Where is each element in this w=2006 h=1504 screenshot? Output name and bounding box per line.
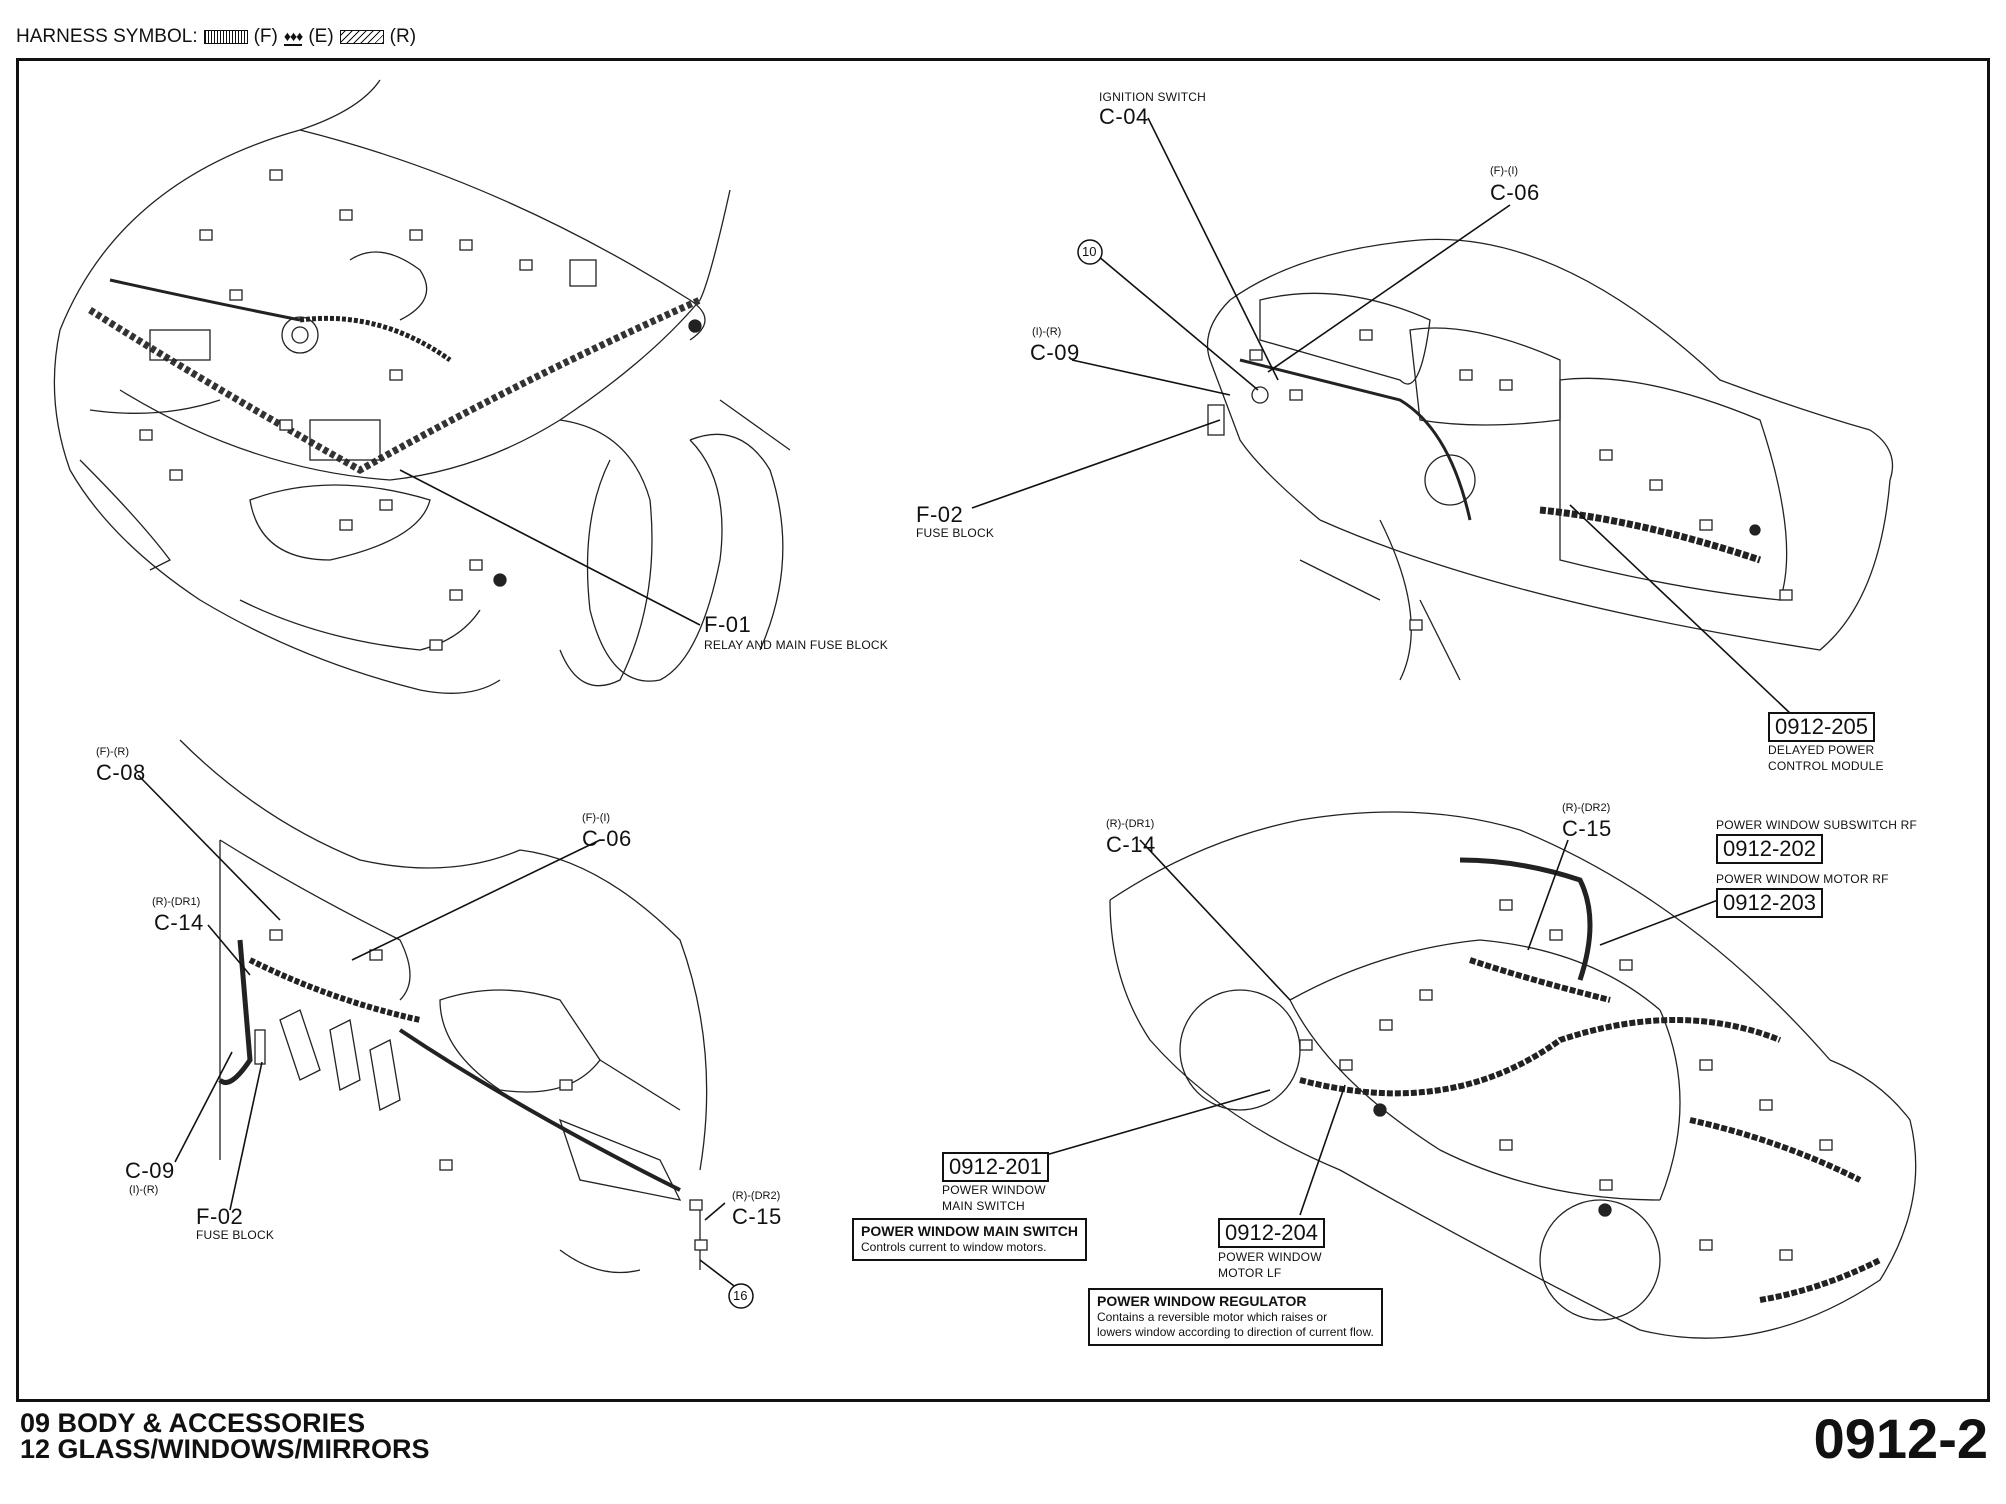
c08-code: C-08 <box>96 760 146 785</box>
ignition-switch-code: C-04 <box>1099 104 1149 129</box>
f02-bottom-code: F-02 <box>196 1204 244 1229</box>
module-0912-205-name-1: DELAYED POWER <box>1768 743 1875 757</box>
circled-number-10: 10 <box>1082 244 1097 259</box>
footer-section: 09 BODY & ACCESSORIES 12 GLASS/WINDOWS/M… <box>20 1408 430 1464</box>
note-main-switch-text: Controls current to window motors. <box>861 1240 1047 1254</box>
footer-line-2: 12 GLASS/WINDOWS/MIRRORS <box>20 1434 430 1464</box>
symbol-label-e: (E) <box>308 26 334 47</box>
c15-right-code: C-15 <box>1562 816 1612 841</box>
f01-code: F-01 <box>704 612 752 637</box>
page-number: 0912-2 <box>1813 1407 1988 1470</box>
c06-bottom-sub: (F)-(I) <box>582 812 611 824</box>
diagram-frame <box>16 58 1990 1402</box>
module-0912-204-name-1: POWER WINDOW <box>1218 1250 1322 1264</box>
c15-right-sub: (R)-(DR2) <box>1562 802 1611 814</box>
module-0912-201-code[interactable]: 0912-201 <box>942 1152 1049 1182</box>
c08-sub: (F)-(R) <box>96 746 129 758</box>
note-main-switch-title: POWER WINDOW MAIN SWITCH <box>861 1223 1078 1239</box>
module-0912-202-code[interactable]: 0912-202 <box>1716 834 1823 864</box>
footer-line-1: 09 BODY & ACCESSORIES <box>20 1408 366 1438</box>
note-regulator-title: POWER WINDOW REGULATOR <box>1097 1293 1307 1309</box>
harness-symbol-legend: HARNESS SYMBOL: (F) ♦♦♦ (E) (R) <box>16 26 416 48</box>
c14-right-code: C-14 <box>1106 832 1156 857</box>
c14-right-sub: (R)-(DR1) <box>1106 818 1155 830</box>
circled-numbers <box>728 239 1103 1309</box>
module-0912-204-code[interactable]: 0912-204 <box>1218 1218 1325 1248</box>
c06-top-sub: (F)-(I) <box>1490 165 1519 177</box>
c09-top-code: C-09 <box>1030 340 1080 365</box>
module-0912-205-code[interactable]: 0912-205 <box>1768 712 1875 742</box>
ignition-switch-name: IGNITION SWITCH <box>1099 90 1206 104</box>
vehicle-body-illustration <box>1109 811 1917 1339</box>
engine-compartment-illustration <box>53 79 791 694</box>
c14-left-sub: (R)-(DR1) <box>152 896 201 908</box>
c06-bottom-code: C-06 <box>582 826 632 851</box>
module-0912-203-code[interactable]: 0912-203 <box>1716 888 1823 918</box>
c09-bottom-sub: (I)-(R) <box>129 1184 159 1196</box>
module-0912-201-name-1: POWER WINDOW <box>942 1183 1046 1197</box>
module-0912-203-name: POWER WINDOW MOTOR RF <box>1716 872 1889 886</box>
harness-symbol-prefix: HARNESS SYMBOL: <box>16 26 198 47</box>
c09-top-sub: (I)-(R) <box>1032 326 1062 338</box>
leader-lines <box>137 117 1793 1293</box>
f02-top-code: F-02 <box>916 502 964 527</box>
note-regulator: POWER WINDOW REGULATOR Contains a revers… <box>1088 1288 1383 1346</box>
f02-top-name: FUSE BLOCK <box>916 526 995 540</box>
c09-bottom-code: C-09 <box>125 1158 175 1183</box>
c15-left-code: C-15 <box>732 1204 782 1229</box>
module-0912-201-name-2: MAIN SWITCH <box>942 1199 1025 1213</box>
f02-bottom-name: FUSE BLOCK <box>196 1228 275 1242</box>
note-regulator-text-2: lowers window according to direction of … <box>1097 1325 1374 1339</box>
dashboard-illustration <box>1206 238 1894 681</box>
module-0912-202-name: POWER WINDOW SUBSWITCH RF <box>1716 818 1917 832</box>
c15-left-sub: (R)-(DR2) <box>732 1190 781 1202</box>
circled-number-16: 16 <box>733 1288 748 1303</box>
note-regulator-text-1: Contains a reversible motor which raises… <box>1097 1310 1328 1324</box>
diamond-chain-icon: ♦♦♦ <box>283 28 303 46</box>
module-0912-205-name-2: CONTROL MODULE <box>1768 759 1884 773</box>
kick-panel-illustration <box>179 739 708 1274</box>
c14-left-code: C-14 <box>154 910 204 935</box>
f01-name: RELAY AND MAIN FUSE BLOCK <box>704 638 888 652</box>
symbol-label-r: (R) <box>389 26 417 47</box>
c06-top-code: C-06 <box>1490 180 1540 205</box>
note-main-switch: POWER WINDOW MAIN SWITCH Controls curren… <box>852 1218 1087 1261</box>
module-0912-204-name-2: MOTOR LF <box>1218 1266 1282 1280</box>
symbol-label-f: (F) <box>253 26 278 47</box>
diagonal-hatch-icon <box>339 30 384 44</box>
vertical-hatch-icon <box>203 30 248 44</box>
